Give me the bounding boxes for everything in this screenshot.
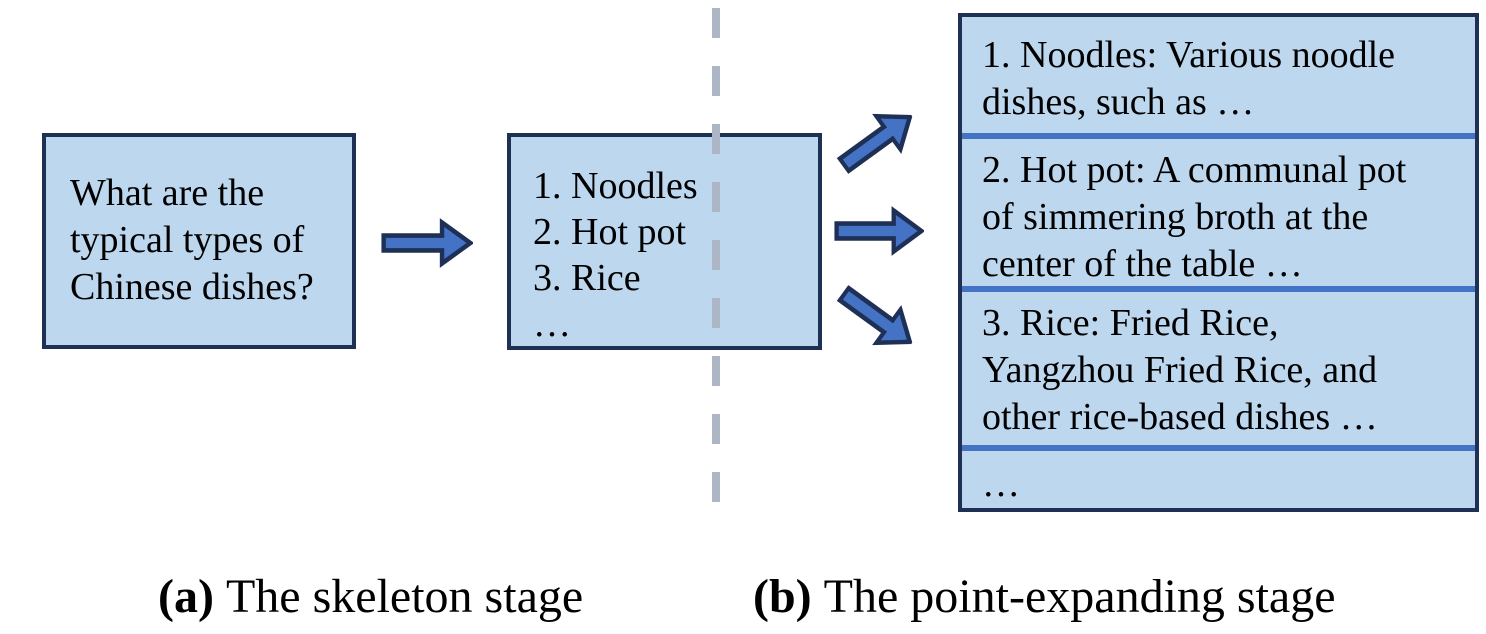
arrow-right-icon <box>834 205 924 257</box>
question-line: What are the <box>70 172 265 214</box>
expanded-point-line: 3. Rice: Fried Rice, <box>982 301 1279 344</box>
expanded-point-line: … <box>982 463 1020 505</box>
skeleton-point: 1. Noodles <box>533 165 698 207</box>
expanded-point-section-ellipsis: … <box>962 445 1475 508</box>
expanded-point-line: of simmering broth at the <box>982 195 1369 238</box>
expanded-point-line: Yangzhou Fried Rice, and <box>982 348 1378 391</box>
skeleton-point: 2. Hot pot <box>533 211 687 253</box>
expanded-point-line: 1. Noodles: Various noodle <box>982 34 1396 76</box>
expanded-point-line: dishes, such as … <box>982 81 1255 123</box>
expanded-point-line: center of the table … <box>982 242 1303 285</box>
skeleton-box: 1. Noodles 2. Hot pot 3. Rice … <box>507 133 822 350</box>
caption-skeleton-stage: (a)The skeleton stage <box>158 571 583 623</box>
expanded-point-section: 2. Hot pot: A communal pot of simmering … <box>962 132 1475 286</box>
skeleton-point-ellipsis: … <box>533 303 571 345</box>
expanded-point-section: 3. Rice: Fried Rice, Yangzhou Fried Rice… <box>962 285 1475 445</box>
arrow-up-right-icon <box>827 95 927 188</box>
arrow-down-right-icon <box>827 272 927 365</box>
caption-a-text: The skeleton stage <box>225 570 584 623</box>
caption-a-label: (a) <box>158 570 214 623</box>
question-box: What are the typical types of Chinese di… <box>42 133 356 349</box>
caption-b-label: (b) <box>753 570 812 623</box>
expanded-point-line: other rice-based dishes … <box>982 395 1378 438</box>
caption-point-expanding-stage: (b)The point-expanding stage <box>753 571 1336 623</box>
expanded-point-section: 1. Noodles: Various noodle dishes, such … <box>962 17 1475 133</box>
stage-divider-dashed-line <box>712 8 720 522</box>
expanded-point-line: 2. Hot pot: A communal pot <box>982 148 1407 191</box>
question-line: typical types of <box>70 219 305 261</box>
question-line: Chinese dishes? <box>70 266 314 308</box>
arrow-right-icon <box>381 217 473 269</box>
skeleton-point: 3. Rice <box>533 257 641 299</box>
expanded-points-box: 1. Noodles: Various noodle dishes, such … <box>958 13 1479 512</box>
caption-b-text: The point-expanding stage <box>823 570 1336 623</box>
